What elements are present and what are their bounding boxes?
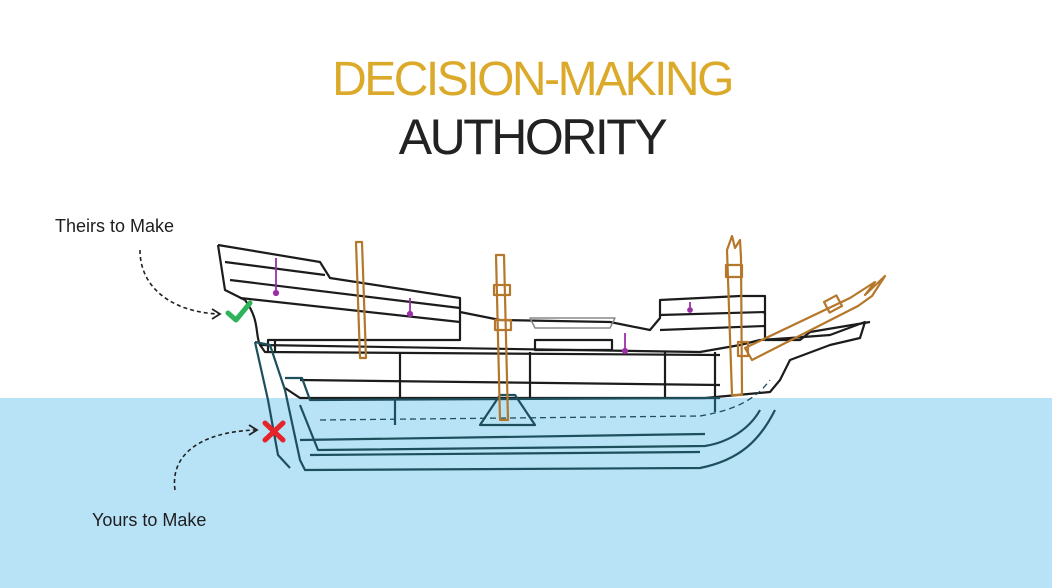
red-x-icon <box>262 420 286 443</box>
title-line-1: DECISION-MAKING <box>332 53 734 106</box>
yours-to-make-label: Yours to Make <box>92 510 207 530</box>
arrow-heads <box>211 308 259 436</box>
ship-masts <box>354 234 887 422</box>
title-line-2: AUTHORITY <box>398 109 668 165</box>
ship-lower-hull <box>253 340 776 472</box>
theirs-to-make-label: Theirs to Make <box>55 216 175 236</box>
water-area <box>0 398 1052 588</box>
pointer-arrows <box>139 249 256 491</box>
yours-arrow <box>173 429 256 491</box>
theirs-arrow <box>139 249 219 315</box>
ship-upper-hull <box>216 243 871 400</box>
green-checkmark-icon <box>225 300 253 323</box>
rigging-pins <box>272 258 693 355</box>
